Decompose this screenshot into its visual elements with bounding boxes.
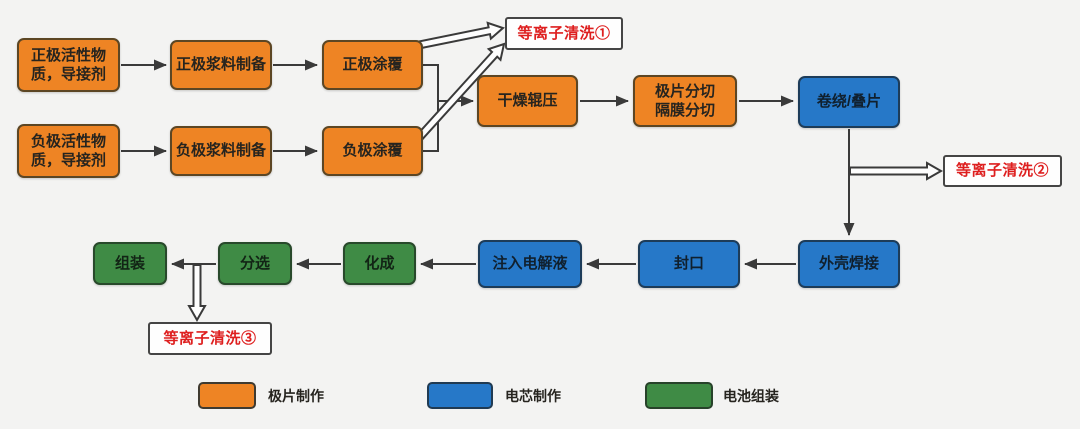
callout-plasma-cleaning-2: 等离子清洗② bbox=[943, 155, 1062, 187]
node-negative-active-material: 负极活性物 质，导接剂 bbox=[17, 124, 120, 178]
legend-swatch-cell-making bbox=[427, 382, 493, 409]
legend-label-electrode-making: 极片制作 bbox=[268, 387, 324, 404]
callout-plasma-cleaning-3: 等离子清洗③ bbox=[148, 322, 272, 355]
node-sealing: 封口 bbox=[638, 240, 740, 288]
bracket-coating-merge bbox=[423, 64, 439, 152]
node-slitting: 极片分切 隔膜分切 bbox=[633, 75, 737, 127]
node-drying-roll-pressing: 干燥辊压 bbox=[477, 75, 578, 127]
node-formation: 化成 bbox=[343, 242, 416, 285]
node-sorting: 分选 bbox=[218, 242, 292, 285]
legend-label-battery-assembly: 电池组装 bbox=[723, 387, 779, 404]
node-negative-slurry-preparation: 负极浆料制备 bbox=[170, 126, 272, 176]
legend-swatch-electrode-making bbox=[198, 382, 256, 409]
node-positive-active-material: 正极活性物 质，导接剂 bbox=[17, 38, 120, 92]
node-negative-coating: 负极涂覆 bbox=[322, 126, 423, 176]
node-positive-coating: 正极涂覆 bbox=[322, 40, 423, 90]
callout-plasma-cleaning-1: 等离子清洗① bbox=[505, 17, 623, 50]
node-assembly: 组装 bbox=[93, 242, 167, 285]
hollow-arrow-to-plasma2 bbox=[849, 161, 944, 181]
hollow-arrow-negcoating-to-plasma1 bbox=[412, 42, 506, 144]
legend-swatch-battery-assembly bbox=[645, 382, 713, 409]
node-case-welding: 外壳焊接 bbox=[798, 240, 900, 288]
hollow-arrow-to-plasma3 bbox=[187, 264, 207, 323]
node-winding-stacking: 卷绕/叠片 bbox=[798, 76, 900, 128]
node-electrolyte-filling: 注入电解液 bbox=[478, 240, 582, 288]
node-positive-slurry-preparation: 正极浆料制备 bbox=[170, 40, 272, 90]
hollow-arrow-poscoating-to-plasma1 bbox=[407, 21, 505, 52]
legend-label-cell-making: 电芯制作 bbox=[505, 387, 561, 404]
